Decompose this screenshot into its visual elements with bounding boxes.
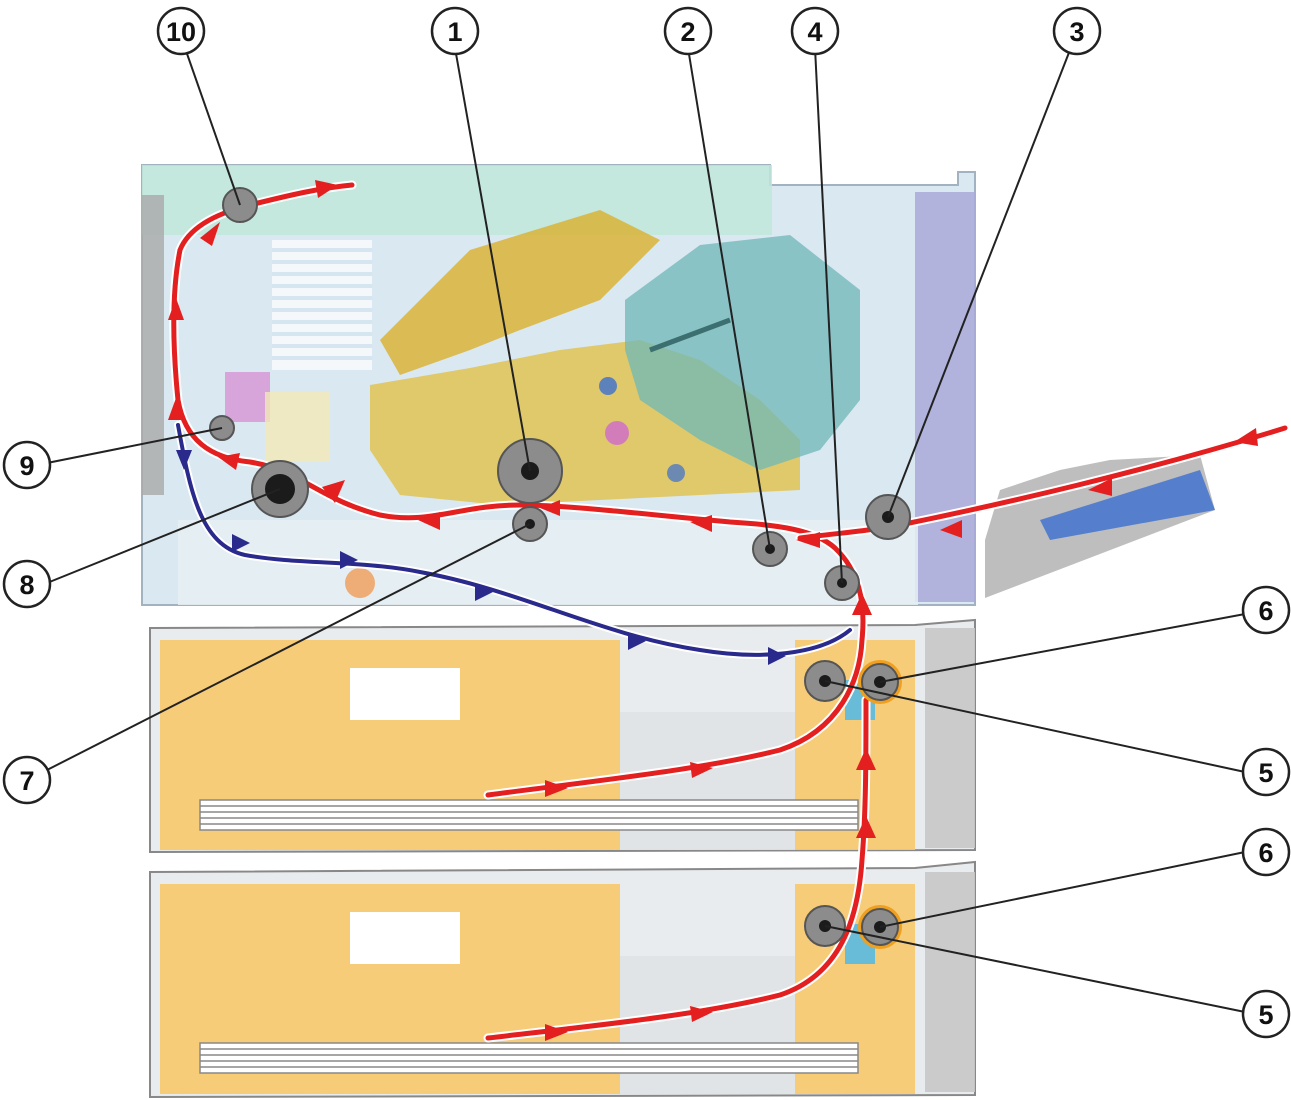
tray-2 xyxy=(149,860,976,1099)
callout-5-tray2: 5 xyxy=(1241,989,1291,1039)
svg-text:6: 6 xyxy=(1258,838,1273,868)
svg-text:4: 4 xyxy=(807,17,822,47)
callout-2: 2 xyxy=(663,6,713,56)
callout-10: 10 xyxy=(156,6,206,56)
vent-grille xyxy=(272,240,372,370)
leader-lines xyxy=(46,47,1246,1013)
callout-9: 9 xyxy=(2,440,52,490)
laser-scanning-unit xyxy=(625,235,860,470)
duplex-paper-path xyxy=(174,421,854,665)
callout-3: 3 xyxy=(1052,6,1102,56)
svg-text:9: 9 xyxy=(19,451,34,481)
svg-text:1: 1 xyxy=(447,17,462,47)
tray-1 xyxy=(149,618,976,854)
fuser-assembly xyxy=(225,372,330,462)
svg-text:10: 10 xyxy=(166,17,196,47)
svg-text:8: 8 xyxy=(19,570,34,600)
svg-text:3: 3 xyxy=(1069,17,1084,47)
callout-6-tray1: 6 xyxy=(1241,585,1291,635)
svg-text:2: 2 xyxy=(680,17,695,47)
svg-text:6: 6 xyxy=(1258,596,1273,626)
callout-6-tray2: 6 xyxy=(1241,827,1291,877)
callout-8: 8 xyxy=(2,559,52,609)
callout-5-tray1: 5 xyxy=(1241,747,1291,797)
callout-7: 7 xyxy=(2,755,52,805)
svg-text:5: 5 xyxy=(1258,758,1273,788)
callout-1: 1 xyxy=(430,6,480,56)
callout-4: 4 xyxy=(790,6,840,56)
svg-text:7: 7 xyxy=(19,766,34,796)
svg-text:5: 5 xyxy=(1258,1000,1273,1030)
right-side-cover xyxy=(915,192,975,602)
pick-roller-a xyxy=(345,568,375,598)
simplex-paper-path xyxy=(168,180,1290,1043)
